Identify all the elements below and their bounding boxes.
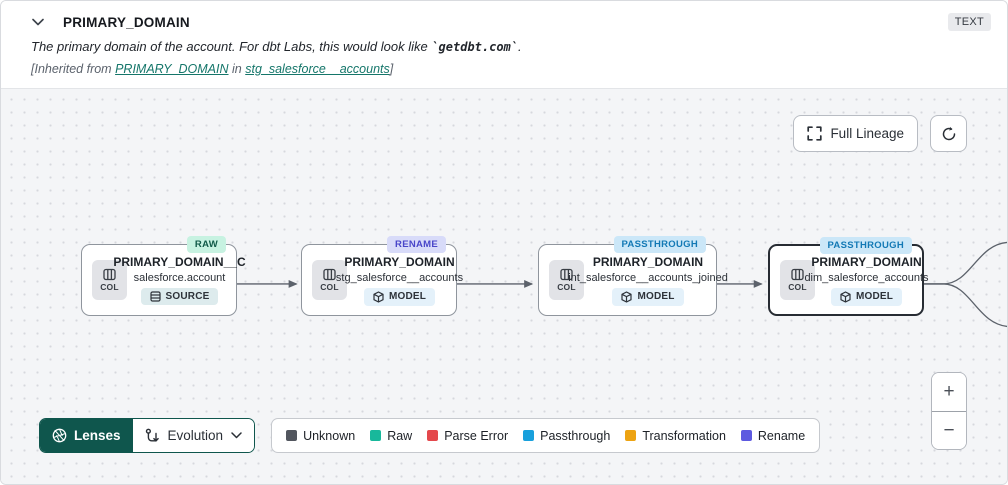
node-model-name: dim_salesforce_accounts <box>804 271 929 284</box>
lineage-node-int[interactable]: PASSTHROUGH COL PRIMARY_DOMAIN int_sales… <box>538 236 728 316</box>
legend-swatch <box>625 430 637 441</box>
evolution-badge: PASSTHROUGH <box>613 236 706 253</box>
node-body: PRIMARY_DOMAIN stg_salesforce__accounts … <box>336 255 463 306</box>
lens-selector: Lenses Evolution <box>39 418 256 453</box>
legend-swatch <box>370 430 382 441</box>
column-description: The primary domain of the account. For d… <box>31 39 993 54</box>
source-icon <box>149 291 161 302</box>
model-cube-icon <box>373 290 384 303</box>
description-period: . <box>518 39 522 54</box>
column-chip: COL <box>92 260 127 300</box>
model-cube-icon <box>840 290 851 303</box>
full-lineage-label: Full Lineage <box>830 126 904 141</box>
lineage-node-source[interactable]: RAW COL PRIMARY_DOMAIN__C salesforce.acc… <box>81 236 246 316</box>
node-kind-label: MODEL <box>388 291 427 302</box>
lens-and-legend-bar: Lenses Evolution Unknown Raw Parse Error… <box>39 418 821 453</box>
node-model-name: int_salesforce__accounts_joined <box>568 271 728 284</box>
node-kind-label: MODEL <box>637 291 675 302</box>
col-chip-label: COL <box>557 282 576 292</box>
col-chip-label: COL <box>100 282 119 292</box>
node-body: PRIMARY_DOMAIN dim_salesforce_accounts M… <box>804 255 929 306</box>
model-cube-icon <box>621 290 633 303</box>
inherited-column-link[interactable]: PRIMARY_DOMAIN <box>115 62 229 76</box>
node-kind-pill: SOURCE <box>140 288 219 305</box>
node-column-name: PRIMARY_DOMAIN <box>592 254 704 269</box>
lineage-canvas[interactable]: Full Lineage RAW COL PRIMARY_DOMAIN__C s… <box>1 89 1007 484</box>
columns-icon <box>103 268 116 281</box>
legend-item-transformation: Transformation <box>625 429 726 443</box>
legend-item-raw: Raw <box>370 429 412 443</box>
node-kind-pill: MODEL <box>363 287 436 306</box>
node-kind-pill: MODEL <box>830 287 903 306</box>
zoom-out-button[interactable]: − <box>932 411 966 449</box>
inherited-from-line: [Inherited from PRIMARY_DOMAIN in stg_sa… <box>31 62 993 76</box>
refresh-button[interactable] <box>930 115 967 152</box>
node-model-name: salesforce.account <box>133 272 226 284</box>
lenses-button[interactable]: Lenses <box>40 419 133 452</box>
col-chip-label: COL <box>788 282 807 292</box>
evolution-badge: RAW <box>186 236 226 253</box>
description-text: The primary domain of the account. For d… <box>31 39 432 54</box>
lenses-label: Lenses <box>74 428 121 443</box>
column-chip: COL <box>780 260 815 300</box>
node-body: PRIMARY_DOMAIN__C salesforce.account SOU… <box>113 255 246 305</box>
legend-item-passthrough: Passthrough <box>523 429 610 443</box>
fullscreen-icon <box>807 126 823 141</box>
node-column-name: PRIMARY_DOMAIN <box>811 254 922 269</box>
legend-swatch <box>286 430 298 441</box>
legend-swatch <box>523 430 535 441</box>
collapse-chevron-icon[interactable] <box>27 11 49 33</box>
lens-aperture-icon <box>52 428 67 443</box>
node-model-name: stg_salesforce__accounts <box>335 271 464 284</box>
col-chip-label: COL <box>320 282 339 292</box>
lens-dropdown[interactable]: Evolution <box>132 419 255 452</box>
inherited-prefix: [Inherited from <box>31 62 116 76</box>
evolution-route-icon <box>145 428 160 444</box>
lineage-node-stg[interactable]: RENAME COL PRIMARY_DOMAIN stg_salesforce… <box>301 236 463 316</box>
legend-label: Unknown <box>303 428 356 443</box>
zoom-controls: + − <box>931 372 967 450</box>
inherited-suffix: ] <box>389 62 394 76</box>
node-kind-label: SOURCE <box>165 291 210 302</box>
zoom-in-button[interactable]: + <box>932 373 966 411</box>
lineage-node-dim-selected[interactable]: PASSTHROUGH COL PRIMARY_DOMAIN dim_sales… <box>768 237 929 316</box>
evolution-legend: Unknown Raw Parse Error Passthrough Tran… <box>271 418 821 453</box>
column-title: PRIMARY_DOMAIN <box>63 14 190 30</box>
node-kind-label: MODEL <box>855 291 894 302</box>
columns-icon <box>791 268 804 281</box>
legend-label: Raw <box>387 428 413 443</box>
legend-item-unknown: Unknown <box>286 429 355 443</box>
refresh-icon <box>941 126 957 142</box>
legend-swatch <box>740 430 752 441</box>
columns-icon <box>560 268 573 281</box>
column-type-badge: TEXT <box>947 13 991 31</box>
legend-label: Passthrough <box>540 428 611 443</box>
node-body: PRIMARY_DOMAIN int_salesforce__accounts_… <box>568 254 728 306</box>
column-chip: COL <box>312 260 347 300</box>
evolution-badge: RENAME <box>387 236 446 253</box>
evolution-badge: PASSTHROUGH <box>819 237 912 254</box>
legend-item-parse-error: Parse Error <box>427 429 508 443</box>
column-chip: COL <box>549 260 584 300</box>
inherited-middle: in <box>228 62 246 76</box>
selected-lens-label: Evolution <box>167 428 224 443</box>
canvas-toolbar: Full Lineage <box>793 115 967 152</box>
inherited-model-link[interactable]: stg_salesforce__accounts <box>245 62 390 76</box>
node-column-name: PRIMARY_DOMAIN__C <box>113 255 246 269</box>
full-lineage-button[interactable]: Full Lineage <box>793 115 918 152</box>
legend-label: Transformation <box>642 428 726 443</box>
node-column-name: PRIMARY_DOMAIN <box>344 254 455 269</box>
node-kind-pill: MODEL <box>612 287 684 306</box>
column-header: PRIMARY_DOMAIN TEXT The primary domain o… <box>1 1 1007 89</box>
columns-icon <box>323 268 336 281</box>
legend-label: Parse Error <box>444 428 509 443</box>
legend-item-rename: Rename <box>740 428 806 443</box>
lineage-edges <box>236 241 1007 327</box>
chevron-down-icon <box>231 432 242 439</box>
legend-swatch <box>427 430 439 441</box>
legend-label: Rename <box>757 428 806 443</box>
description-code: `getdbt.com` <box>431 40 519 54</box>
